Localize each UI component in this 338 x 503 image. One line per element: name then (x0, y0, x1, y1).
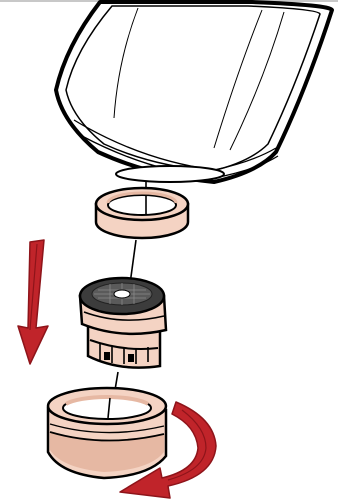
down-arrow (17, 239, 49, 365)
rotate-arrow (119, 401, 217, 499)
aerator-housing (46, 386, 168, 480)
washer-ring (94, 186, 190, 240)
aerator-insert (78, 276, 168, 369)
faucet-spout (54, 0, 334, 184)
guide-line-middle (129, 239, 137, 285)
